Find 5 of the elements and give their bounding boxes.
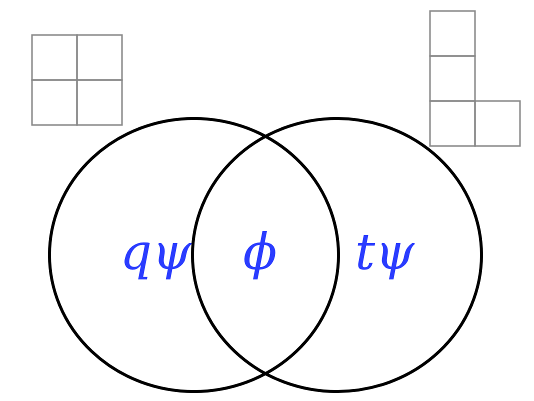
intersection-label: ϕ bbox=[243, 227, 278, 277]
venn-circle bbox=[191, 117, 483, 393]
set-label: tψ bbox=[355, 227, 414, 277]
venn-circle bbox=[48, 117, 340, 393]
set-label: qψ bbox=[120, 227, 192, 277]
